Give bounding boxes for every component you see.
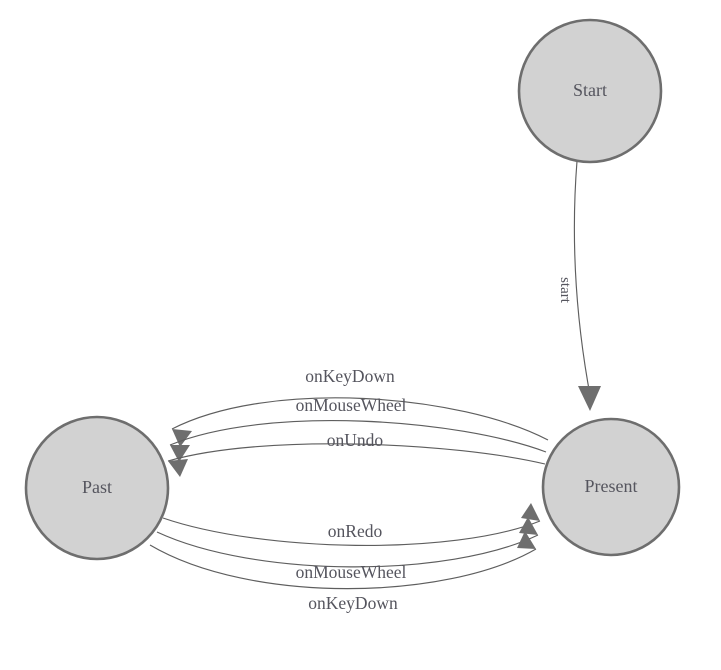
edge-group-present-to-past: onKeyDown onMouseWheel onUndo [167, 366, 549, 477]
arrow-head-onmousewheel-up [170, 445, 190, 462]
edge-present-to-past-onkeydown[interactable]: onKeyDown [171, 366, 549, 447]
edge-path-onmousewheel-up [169, 420, 547, 453]
edge-past-to-present-onredo[interactable]: onRedo [162, 503, 541, 546]
edge-present-to-past-onmousewheel[interactable]: onMouseWheel [169, 395, 547, 462]
edge-path-start [573, 160, 591, 396]
node-past[interactable]: Past [24, 415, 170, 561]
edge-path-onundo [167, 443, 546, 465]
arrow-head-start [578, 386, 601, 411]
arrow-head-onredo [521, 503, 540, 521]
edge-past-to-present-onmousewheel[interactable]: onMouseWheel [156, 517, 539, 582]
arrow-head-onundo [168, 459, 188, 477]
edge-label-onkeydown-down: onKeyDown [308, 593, 398, 613]
edge-label-start: start [557, 277, 573, 304]
arrow-head-onmousewheel-down [519, 517, 538, 535]
edge-past-to-present-onkeydown[interactable]: onKeyDown [149, 531, 537, 613]
edge-path-onredo [162, 517, 541, 546]
arrow-head-onkeydown-up [172, 429, 192, 447]
edge-label-onundo: onUndo [327, 430, 384, 450]
node-past-label: Past [82, 477, 112, 497]
node-present-circle [541, 417, 681, 557]
arrow-head-onkeydown-down [517, 531, 536, 549]
edge-present-to-past-onundo[interactable]: onUndo [167, 430, 546, 477]
node-start-circle [517, 18, 663, 164]
node-present-label: Present [585, 476, 638, 496]
edge-path-onmousewheel-down [156, 531, 539, 568]
edge-path-onkeydown-up [171, 397, 549, 441]
edge-label-onkeydown-up: onKeyDown [305, 366, 395, 386]
edge-label-onredo: onRedo [328, 521, 383, 541]
node-start[interactable]: Start [517, 18, 663, 164]
node-start-label: Start [573, 80, 607, 100]
edge-label-onmousewheel-down: onMouseWheel [296, 562, 407, 582]
node-present[interactable]: Present [541, 417, 681, 557]
edge-path-onkeydown-down [149, 544, 537, 590]
node-past-circle [24, 415, 170, 561]
edge-start-to-present[interactable]: start [557, 160, 601, 411]
edge-label-onmousewheel-up: onMouseWheel [296, 395, 407, 415]
edge-group-past-to-present: onRedo onMouseWheel onKeyDown [149, 503, 541, 613]
